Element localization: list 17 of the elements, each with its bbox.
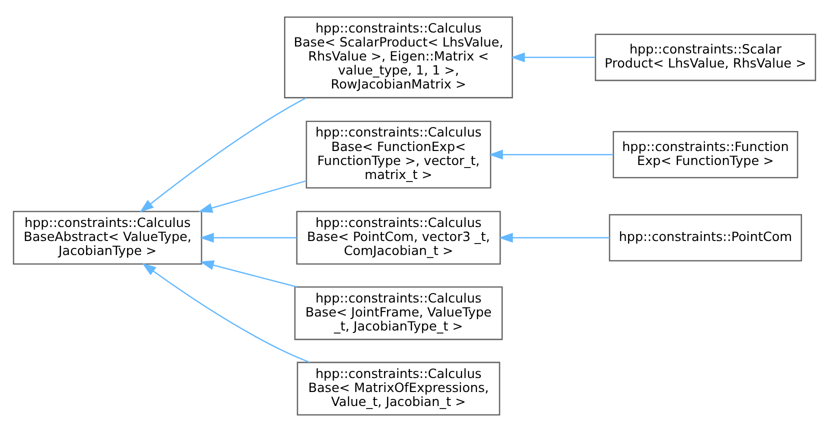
- arrow: [498, 232, 610, 243]
- arrow: [198, 180, 307, 213]
- arrow: [510, 52, 596, 62]
- arrow: [140, 97, 306, 212]
- arrow: [142, 262, 310, 363]
- arrow: [488, 150, 614, 160]
- node-box: hpp::constraints::Calculus Base< ScalarProduct< LhsValue, RhsValue >, Eigen::Matrix < value_type, 1, 1 >, RowJacobianMatrix >: [284, 16, 513, 98]
- arrow: [200, 260, 297, 288]
- node-box: hpp::constraints::Calculus Base< JointFrame, ValueType _t, JacobianType_t >: [294, 286, 503, 340]
- node-box: hpp::constraints::Calculus Base< MatrixOfExpressions, Value_t, Jacobian_t >: [296, 362, 500, 416]
- node-box: hpp::constraints::Calculus Base< PointCom, vector3 _t, ComJacobian_t >: [296, 210, 501, 265]
- node-box: hpp::constraints::Function Exp< FunctionType >: [612, 130, 798, 178]
- node-box: hpp::constraints::Calculus BaseAbstract< ValueType, JacobianType >: [12, 210, 202, 265]
- arrow: [200, 232, 297, 243]
- node-box: hpp::constraints::Scalar Product< LhsValue, RhsValue >: [594, 34, 816, 82]
- node-box: hpp::constraints::Calculus Base< FunctionExp< FunctionType >, vector_t, matrix_t >: [306, 120, 492, 188]
- node-box: hpp::constraints::PointCom: [608, 214, 802, 262]
